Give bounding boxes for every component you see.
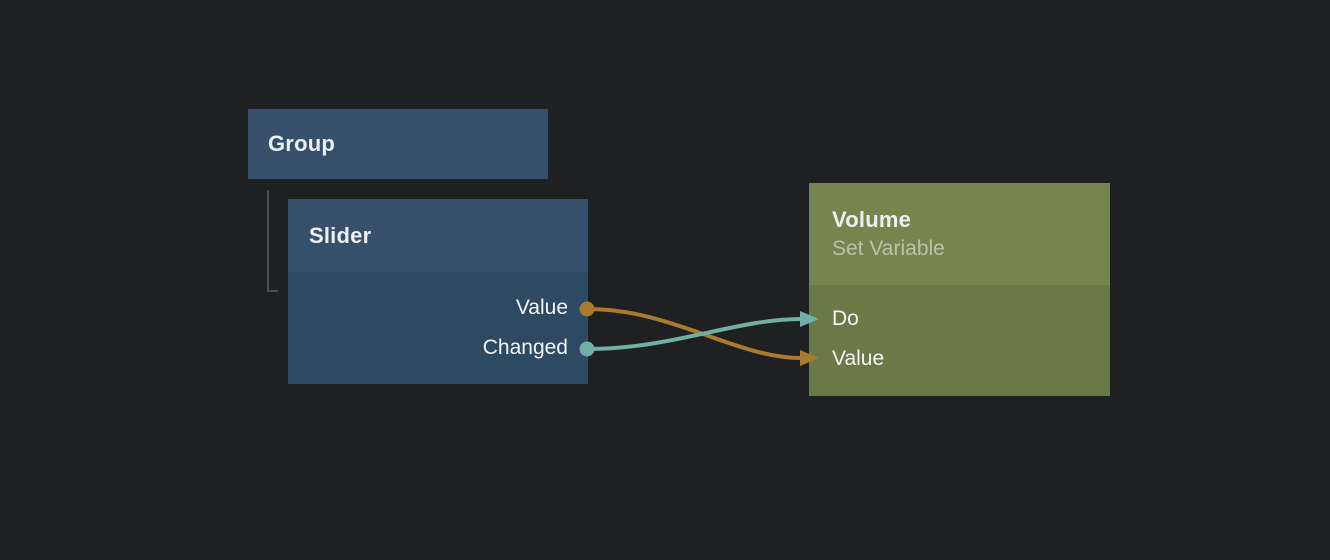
node-group[interactable]: Group bbox=[248, 109, 548, 179]
volume-input-port-value[interactable]: Value bbox=[809, 339, 1110, 379]
group-node-title: Group bbox=[268, 131, 335, 156]
wire-slider-value-to-volume-value[interactable] bbox=[587, 307, 802, 360]
slider-output-port-changed[interactable]: Changed bbox=[288, 328, 588, 368]
volume-node-body: Do Value bbox=[809, 285, 1110, 379]
slider-node-title: Slider bbox=[309, 222, 372, 248]
volume-input-port-do[interactable]: Do bbox=[809, 299, 1110, 339]
group-child-connector-line bbox=[267, 190, 278, 292]
slider-node-header: Slider bbox=[288, 199, 588, 272]
wire-slider-changed-to-volume-do[interactable] bbox=[587, 317, 802, 351]
volume-node-title: Volume bbox=[832, 207, 912, 232]
group-node-header: Group bbox=[248, 109, 548, 179]
slider-output-port-value-label: Value bbox=[515, 296, 568, 319]
volume-node-subtitle: Set Variable bbox=[832, 237, 945, 260]
slider-node-body: Value Changed bbox=[288, 272, 588, 368]
node-slider[interactable]: Slider Value Changed bbox=[288, 199, 588, 384]
slider-output-port-changed-label: Changed bbox=[482, 336, 568, 359]
volume-node-header: Volume Set Variable bbox=[809, 183, 1110, 285]
node-volume[interactable]: Volume Set Variable Do Value bbox=[809, 183, 1110, 396]
volume-input-port-value-label: Value bbox=[832, 347, 885, 370]
slider-output-port-value[interactable]: Value bbox=[288, 288, 588, 328]
volume-input-port-do-label: Do bbox=[832, 307, 859, 330]
